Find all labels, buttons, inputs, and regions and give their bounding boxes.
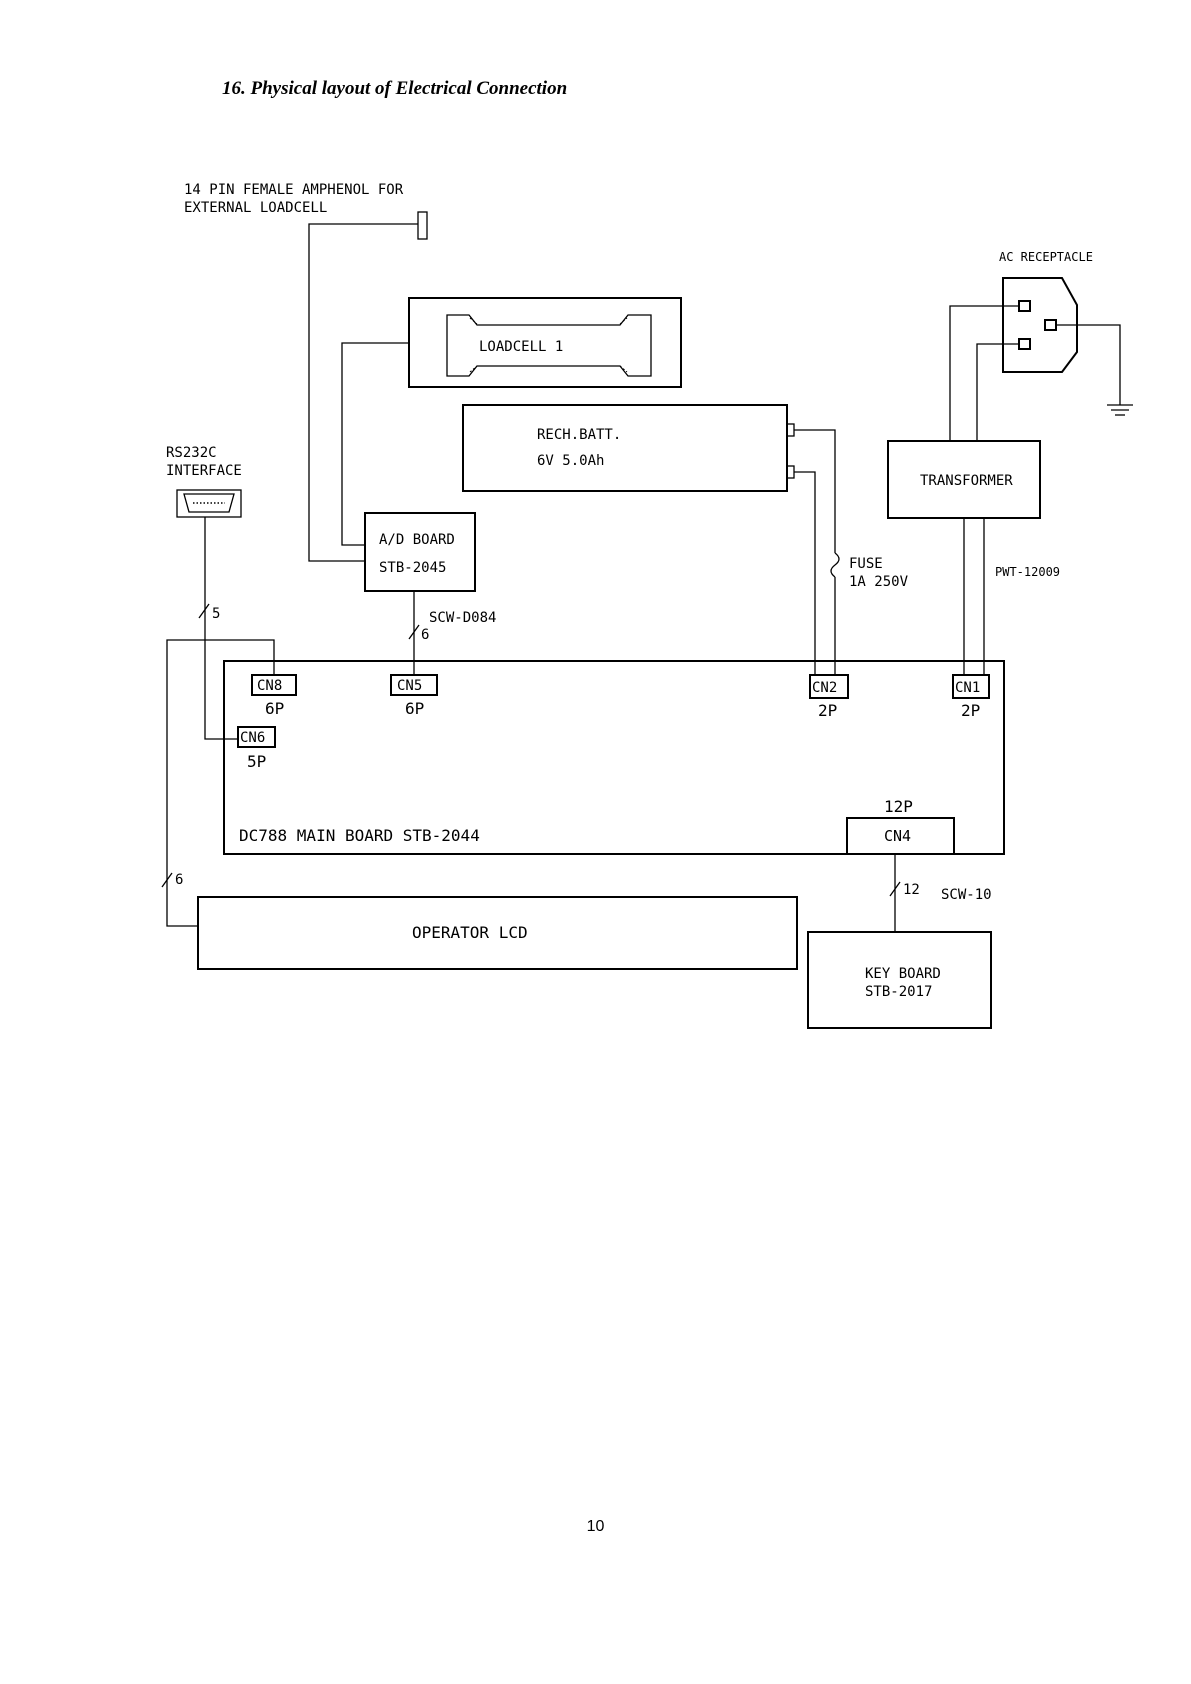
cn5-pins: 6P	[405, 699, 424, 718]
battery-wire-negative	[794, 471, 816, 674]
amphenol-connector	[417, 211, 428, 240]
ac-wire-live	[949, 305, 1019, 441]
ground-icon	[1107, 404, 1133, 416]
cn1-label: CN1	[955, 680, 980, 696]
battery-terminal-top	[786, 423, 795, 437]
key-board-label-line2: STB-2017	[865, 984, 932, 1000]
ac-pin-live	[1018, 300, 1031, 312]
main-board-box	[223, 660, 1005, 855]
cn4-connector	[846, 817, 955, 855]
operator-lcd-box	[197, 896, 798, 970]
lcd-wire-slash	[161, 872, 173, 888]
cn2-connector	[809, 674, 849, 699]
loadcell-wire	[341, 342, 409, 546]
ad-cable-label: SCW-D084	[429, 610, 496, 626]
ad-board-label-line2: STB-2045	[379, 560, 446, 576]
rs232-wire-slash	[198, 603, 210, 619]
key-board-box	[807, 931, 992, 1029]
cn8-pins: 6P	[265, 699, 284, 718]
operator-lcd-label: OPERATOR LCD	[412, 923, 528, 942]
loadcell-label: LOADCELL 1	[479, 339, 563, 355]
page-number: 10	[586, 1518, 605, 1535]
ac-receptacle	[1002, 277, 1078, 373]
ac-receptacle-label: AC RECEPTACLE	[999, 250, 1093, 264]
ad-wire-slash	[408, 624, 420, 640]
cn1-connector	[952, 674, 990, 699]
rs232-connector	[176, 489, 242, 518]
battery-label-line2: 6V 5.0Ah	[537, 453, 604, 469]
cn8-label: CN8	[257, 678, 282, 694]
ac-pin-neutral	[1018, 338, 1031, 350]
rs232-label-line1: RS232C	[166, 445, 217, 461]
fuse-label-line2: 1A 250V	[849, 574, 909, 590]
ad-board-label-line1: A/D BOARD	[379, 532, 455, 548]
cn1-pins: 2P	[961, 701, 980, 720]
rs232-dsub-shape	[183, 493, 235, 513]
ac-wire-earth	[1056, 324, 1121, 405]
cn5-label: CN5	[397, 678, 422, 694]
main-board-label: DC788 MAIN BOARD STB-2044	[239, 826, 480, 845]
battery-terminal-bottom	[786, 465, 795, 479]
ad-board-box	[364, 512, 476, 592]
battery-label-line1: RECH.BATT.	[537, 427, 621, 443]
amphenol-label-line2: EXTERNAL LOADCELL	[184, 200, 327, 216]
loadcell-dashes	[469, 317, 628, 373]
page-title: 16. Physical layout of Electrical Connec…	[222, 78, 568, 99]
key-board-label-line1: KEY BOARD	[865, 966, 941, 982]
fuse-symbol	[830, 552, 840, 578]
rs232-wire	[204, 517, 238, 740]
transformer-cable-label: PWT-12009	[995, 565, 1060, 579]
fuse-label-line1: FUSE	[849, 556, 883, 572]
amphenol-wire	[308, 223, 418, 562]
cn2-pins: 2P	[818, 701, 837, 720]
battery-box	[462, 404, 788, 492]
cn6-label: CN6	[240, 730, 265, 746]
lcd-wire-count: 6	[175, 872, 183, 888]
key-wire-count: 12	[903, 882, 920, 898]
cn4-pins: 12P	[884, 797, 913, 816]
rs232-label-line2: INTERFACE	[166, 463, 242, 479]
rs232-wire-count: 5	[212, 606, 220, 622]
ac-pin-earth	[1044, 319, 1057, 331]
lcd-wire	[166, 639, 275, 927]
cn6-connector	[237, 726, 276, 748]
amphenol-label-line1: 14 PIN FEMALE AMPHENOL FOR	[184, 182, 404, 198]
loadcell-shape	[446, 314, 652, 377]
battery-wire-positive	[794, 429, 836, 553]
cn2-label: CN2	[812, 680, 837, 696]
key-cable-label: SCW-10	[941, 887, 992, 903]
ad-wire-count: 6	[421, 627, 429, 643]
ac-wire-neutral	[976, 343, 1019, 441]
transformer-label: TRANSFORMER	[920, 473, 1013, 489]
key-wire-slash	[889, 881, 901, 897]
cn4-label: CN4	[884, 827, 911, 845]
cn5-connector	[390, 674, 438, 696]
cn6-pins: 5P	[247, 752, 266, 771]
